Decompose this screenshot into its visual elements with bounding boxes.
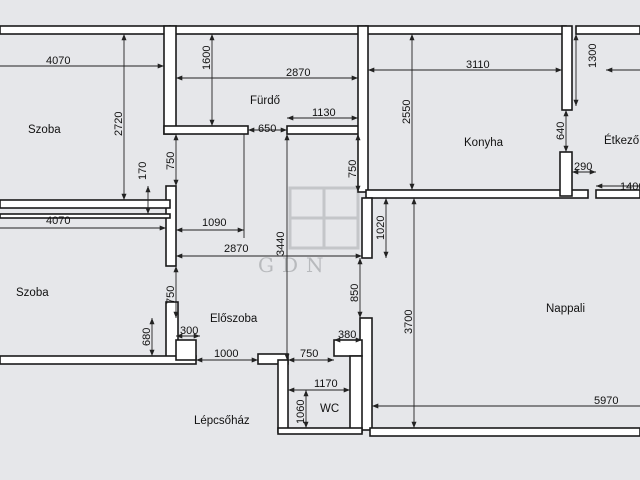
watermark-text: GDN bbox=[258, 253, 332, 277]
dim-label: 1090 bbox=[202, 217, 226, 229]
room-label-szoba-top: Szoba bbox=[28, 124, 61, 136]
dim-label: 1060 bbox=[295, 400, 307, 424]
dim-label: 4070 bbox=[46, 55, 70, 67]
room-label-nappali: Nappali bbox=[546, 303, 585, 315]
dim-label: 750 bbox=[165, 286, 177, 304]
wall-bath-bottom-right bbox=[286, 125, 364, 135]
room-label-eloszoba: Előszoba bbox=[210, 313, 258, 325]
wall-bath-bottom-left bbox=[163, 125, 249, 135]
dim-label: 380 bbox=[338, 329, 356, 341]
wall-left-vertical-top bbox=[163, 25, 177, 135]
wall-room-divider bbox=[0, 199, 171, 209]
dim-label: 680 bbox=[141, 328, 153, 346]
room-label-lepcsohaz: Lépcsőház bbox=[194, 415, 250, 427]
dim-label: 3440 bbox=[275, 232, 287, 256]
wall-left-vertical-mid bbox=[165, 185, 177, 267]
room-label-konyha: Konyha bbox=[464, 137, 504, 149]
dim-label: 750 bbox=[347, 160, 359, 178]
dim-label: 170 bbox=[137, 162, 149, 180]
room-label-furdo: Fürdő bbox=[250, 95, 280, 107]
wall-living-bottom bbox=[369, 427, 640, 437]
dim-label: 1130 bbox=[312, 107, 336, 119]
wall-top-kitchen bbox=[365, 25, 567, 35]
dim-label: 290 bbox=[574, 161, 592, 173]
wall-hall-bottom-right bbox=[333, 339, 363, 357]
wall-top-bath bbox=[169, 25, 367, 35]
room-label-szoba-bottom: Szoba bbox=[16, 287, 49, 299]
dim-label: 1600 bbox=[201, 46, 213, 70]
dim-label: 3700 bbox=[403, 310, 415, 334]
dim-label: 750 bbox=[300, 348, 318, 360]
wall-living-left-top bbox=[361, 197, 373, 259]
dim-label: 1000 bbox=[214, 348, 238, 360]
wall-top-left bbox=[0, 25, 171, 35]
dim-label: 4070 bbox=[46, 215, 70, 227]
dim-label: 2550 bbox=[401, 100, 413, 124]
dim-label: 850 bbox=[349, 284, 361, 302]
wall-bottom-left bbox=[0, 355, 197, 365]
wall-room-divider-2 bbox=[0, 213, 171, 219]
walls bbox=[0, 25, 640, 437]
dim-label: 2720 bbox=[113, 112, 125, 136]
room-labels: Szoba Fürdő Konyha Étkező Szoba Előszoba… bbox=[16, 95, 639, 427]
dim-label: 1300 bbox=[587, 44, 599, 68]
dim-label: 5970 bbox=[594, 395, 618, 407]
dim-label: 1400 bbox=[620, 181, 640, 193]
dim-label: 650 bbox=[258, 123, 276, 135]
wall-bath-right bbox=[357, 25, 369, 193]
wall-wc-bottom bbox=[277, 427, 363, 435]
dimension-lines bbox=[0, 34, 640, 428]
dim-label: 2870 bbox=[224, 243, 248, 255]
dim-label: 750 bbox=[165, 152, 177, 170]
wall-kitchen-column-top bbox=[561, 25, 573, 111]
wall-wc-left bbox=[277, 359, 289, 433]
dimension-labels: 4070 2720 1600 2870 3110 1300 1130 650 2… bbox=[46, 44, 640, 424]
watermark: GDN bbox=[258, 186, 360, 277]
dim-label: 640 bbox=[555, 122, 567, 140]
wall-kitchen-bottom bbox=[365, 189, 589, 199]
wall-hall-corner bbox=[175, 339, 197, 361]
wall-wc-right bbox=[349, 355, 363, 433]
wall-kitchen-column-bottom bbox=[559, 151, 573, 197]
wall-top-right bbox=[575, 25, 640, 35]
dim-label: 1020 bbox=[375, 216, 387, 240]
room-label-etkezo: Étkező bbox=[604, 134, 639, 147]
dim-label: 300 bbox=[180, 325, 198, 337]
dim-label: 2870 bbox=[286, 67, 310, 79]
wall-kitchen-bottom-right bbox=[595, 189, 640, 199]
dim-label: 3110 bbox=[466, 59, 490, 71]
room-label-wc: WC bbox=[320, 403, 339, 415]
dim-label: 1170 bbox=[314, 378, 338, 390]
